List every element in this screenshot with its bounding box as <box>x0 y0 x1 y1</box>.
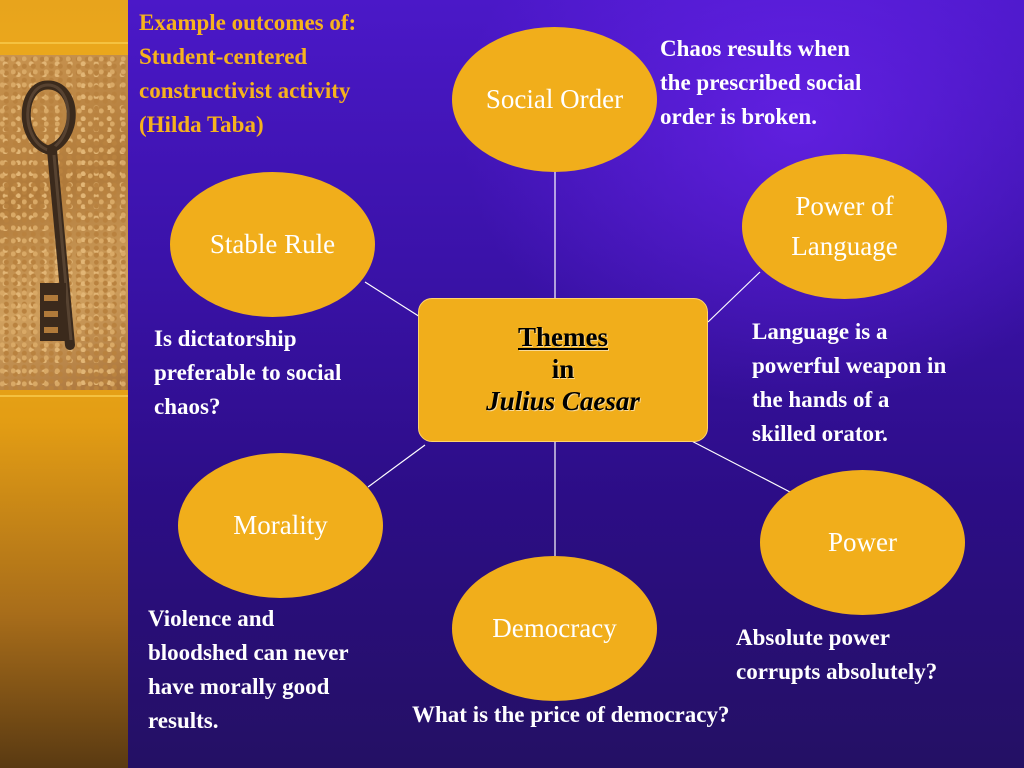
theme-label: Democracy <box>492 613 617 644</box>
strip-band <box>0 42 128 44</box>
theme-node-stable-rule: Stable Rule <box>170 172 375 317</box>
note-stable-rule: Is dictatorship preferable to social cha… <box>154 322 341 424</box>
theme-node-social-order: Social Order <box>452 27 657 172</box>
heading-line: Student-centered <box>139 44 308 70</box>
note-morality: Violence and bloodshed can never have mo… <box>148 602 349 738</box>
note-line: Violence and <box>148 606 275 631</box>
theme-label: Power of <box>795 191 894 222</box>
heading-line: (Hilda Taba) <box>139 112 264 138</box>
note-line: order is broken. <box>660 104 817 130</box>
slide-heading: Example outcomes of: Student-centered co… <box>139 6 356 142</box>
connector-stable-rule <box>364 281 429 323</box>
connector-power-of-language <box>707 271 761 323</box>
heading-line: Example outcomes of: <box>139 10 357 35</box>
note-democracy: What is the price of democracy? <box>412 698 729 732</box>
theme-node-power: Power <box>760 470 965 615</box>
center-title-line: in <box>551 354 575 385</box>
note-social-order: Chaos results when the prescribed social… <box>660 32 861 134</box>
note-power-of-language: Language is a powerful weapon in the han… <box>752 315 946 451</box>
note-line: have morally good <box>148 674 330 700</box>
note-line: Chaos results when <box>660 36 850 61</box>
key-photo <box>0 55 128 390</box>
connector-morality <box>367 444 426 488</box>
note-line: preferable to social <box>154 360 342 386</box>
theme-node-power-of-language: Power of Language <box>742 154 947 299</box>
note-line: powerful weapon in <box>752 353 947 379</box>
center-title-line: Themes <box>518 322 608 353</box>
note-line: the prescribed social <box>660 70 862 96</box>
theme-node-morality: Morality <box>178 453 383 598</box>
note-line: corrupts absolutely? <box>736 659 938 685</box>
theme-label: Morality <box>233 510 328 541</box>
note-line: Absolute power <box>736 625 890 650</box>
connector-power <box>681 435 791 493</box>
theme-label: Stable Rule <box>209 229 336 260</box>
theme-label: Language <box>791 230 898 261</box>
note-line: What is the price of democracy? <box>412 702 730 727</box>
note-line: the hands of a <box>752 387 890 413</box>
theme-label: Social Order <box>485 84 624 115</box>
heading-line: constructivist activity <box>139 78 351 104</box>
note-line: Is dictatorship <box>154 326 297 351</box>
central-theme-box: Themes in Julius Caesar <box>418 298 708 442</box>
theme-label: Power <box>828 527 897 558</box>
theme-node-democracy: Democracy <box>452 556 657 701</box>
note-line: skilled orator. <box>752 421 888 447</box>
key-icon <box>21 80 76 350</box>
strip-band <box>0 395 128 397</box>
note-line: chaos? <box>154 394 221 420</box>
note-power: Absolute power corrupts absolutely? <box>736 621 937 689</box>
note-line: bloodshed can never <box>148 640 349 666</box>
note-line: results. <box>148 708 219 734</box>
note-line: Language is a <box>752 319 888 344</box>
center-title-line: Julius Caesar <box>486 385 640 416</box>
